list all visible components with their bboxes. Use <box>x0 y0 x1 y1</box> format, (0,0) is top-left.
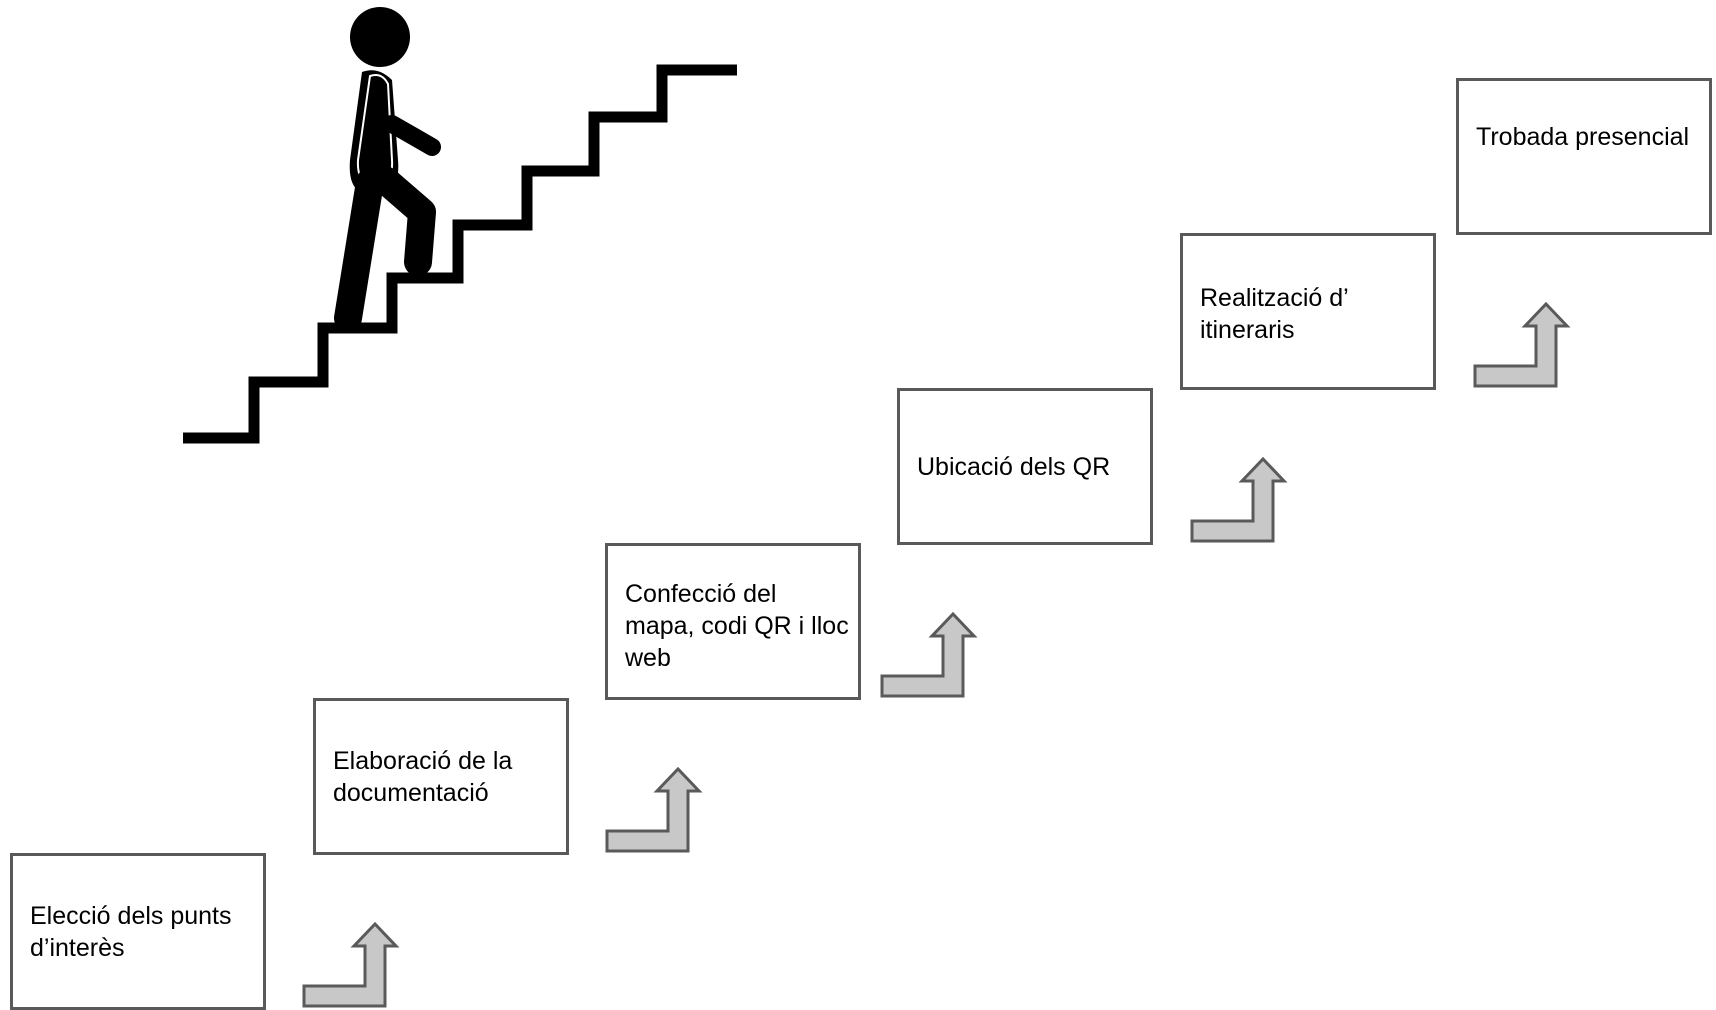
step-box-2: Elaboració de la documentació <box>313 698 569 855</box>
step-box-6: Trobada presencial <box>1456 78 1712 235</box>
step-label-5: Realització d’ itineraris <box>1200 284 1348 344</box>
head-shape <box>350 7 410 67</box>
step-label-6: Trobada presencial <box>1476 123 1690 151</box>
torso-shape <box>349 70 399 192</box>
step-box-4: Ubicació dels QR <box>897 388 1153 545</box>
step-box-5: Realització d’ itineraris <box>1180 233 1436 390</box>
back-leg-shape <box>334 168 384 332</box>
step-up-arrow-icon <box>1190 457 1288 543</box>
staircase-line <box>183 64 737 444</box>
front-leg-shape <box>371 166 436 276</box>
step-up-arrow-icon <box>1473 302 1571 388</box>
step-up-arrow-icon <box>605 767 703 853</box>
step-box-1: Elecció dels punts d’interès <box>10 853 266 1010</box>
step-box-3: Confecció del mapa, codi QR i lloc web <box>605 543 861 700</box>
step-label-3: Confecció del mapa, codi QR i lloc web <box>625 580 849 672</box>
step-label-4: Ubicació dels QR <box>917 452 1111 481</box>
step-label-1: Elecció dels punts d’interès <box>30 901 232 962</box>
step-up-arrow-icon <box>302 922 400 1008</box>
arm-shape <box>383 115 441 156</box>
step-label-2: Elaboració de la documentació <box>333 746 513 807</box>
person-climbing-stairs-icon <box>183 7 737 444</box>
step-up-arrow-icon <box>880 612 978 698</box>
